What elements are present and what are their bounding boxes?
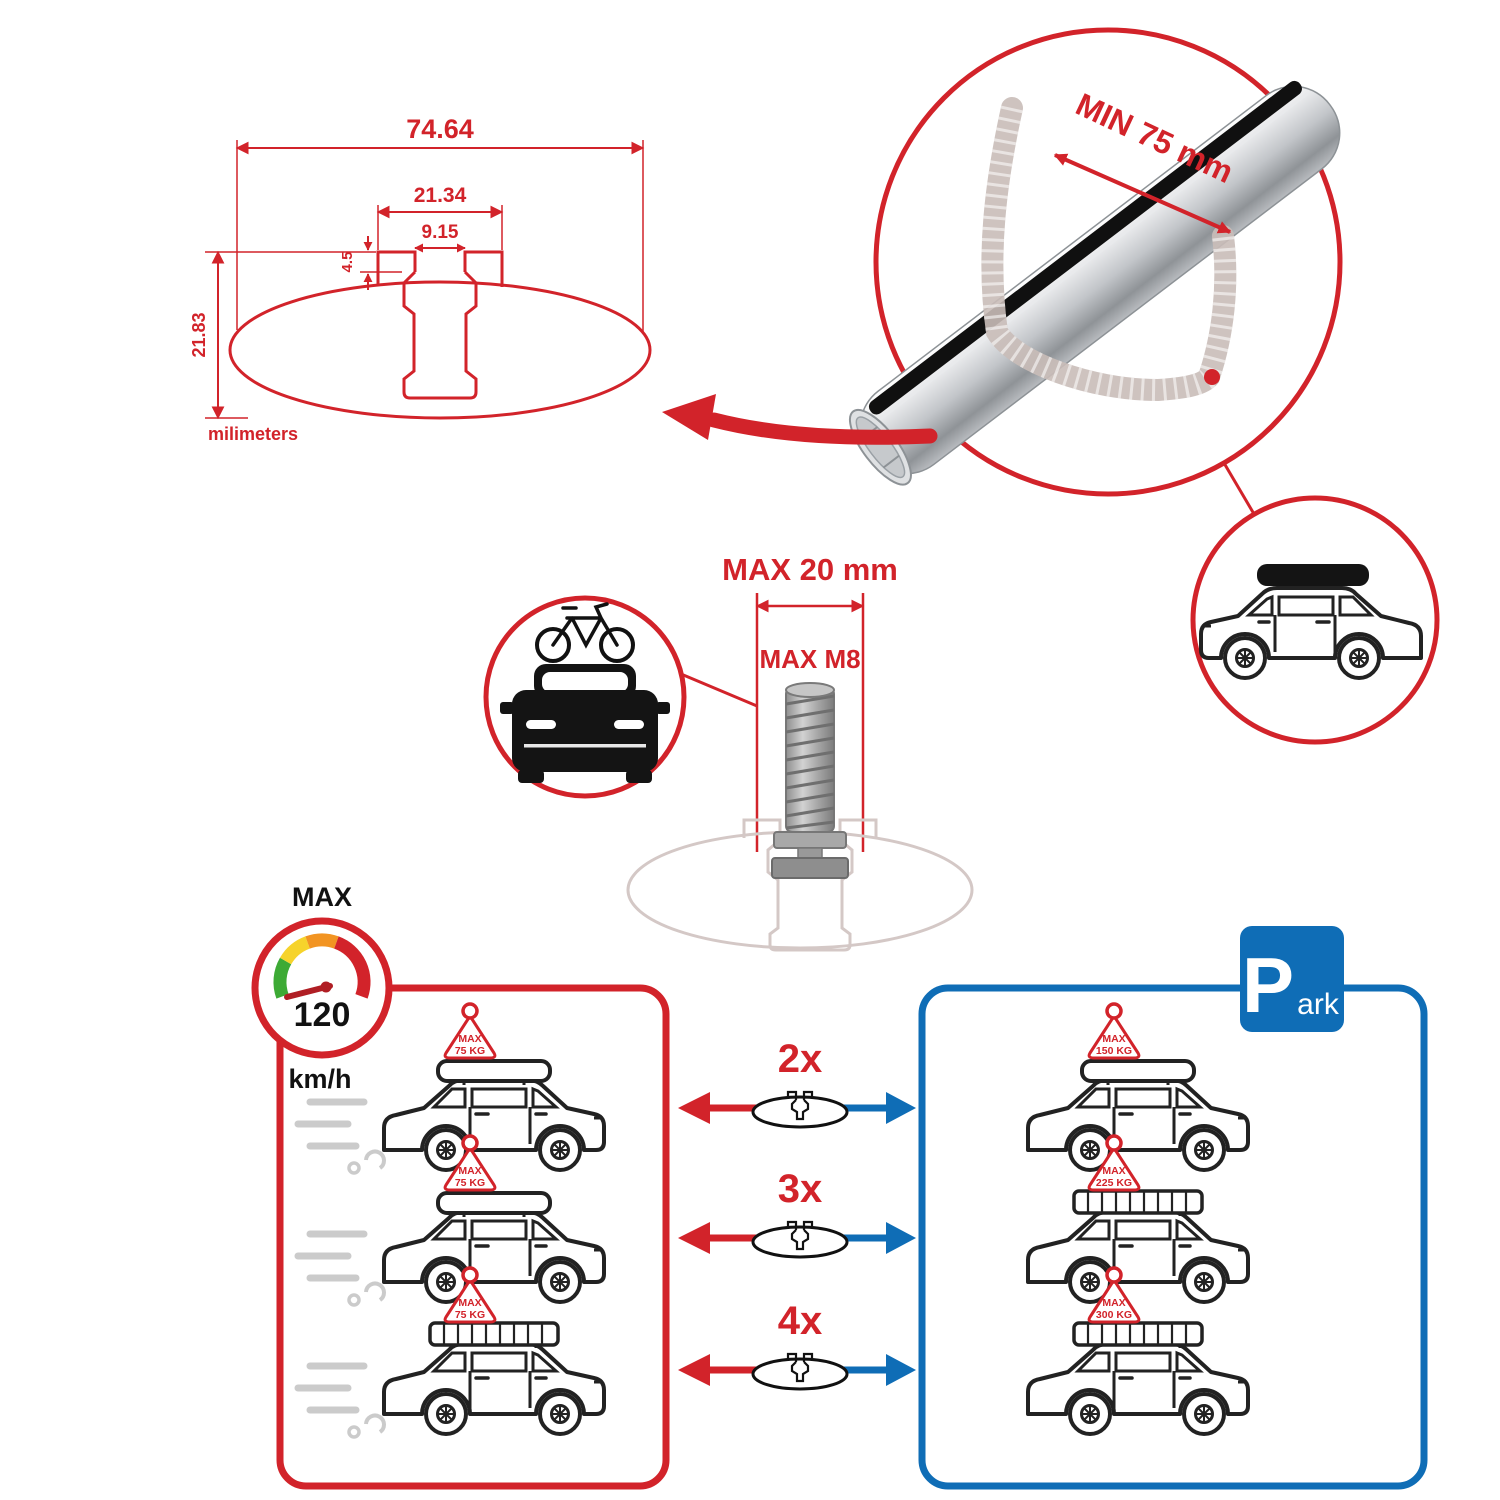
pointer-arrow-to-profile: [706, 412, 938, 445]
suv-roofbox: [1257, 564, 1369, 586]
dim-channel-width-label: 21.34: [414, 184, 467, 207]
circle-connector-line: [1222, 462, 1256, 515]
clamp-strap-sketch: [981, 97, 1237, 402]
multiplier-row-2: 3x: [678, 1167, 916, 1259]
speed-limit-badge: 120: [251, 917, 393, 1059]
dim-slot-width-label: 9.15: [422, 222, 459, 243]
bolt-illustration: [771, 682, 849, 879]
bolt-thread-label: MAX M8: [759, 644, 860, 674]
crossbar-detail-section: MIN 75 mm: [662, 27, 1440, 745]
speed-value: 120: [294, 996, 351, 1034]
bolt-spec-section: MAX 20 mm MAX M8: [483, 552, 974, 952]
roofbox-suv-circle: [1190, 495, 1440, 745]
park-sign: P ark: [1240, 926, 1344, 1032]
min-span-arrow: [1053, 153, 1232, 234]
dim-total-width-label: 74.64: [406, 114, 474, 144]
badge-line2: 300 KG: [1096, 1309, 1132, 1321]
bolt-connector-line: [680, 672, 758, 708]
pointer-arrowhead: [662, 394, 716, 440]
dim-lip-height-label: 4.5: [339, 252, 356, 273]
park-sign-suffix: ark: [1297, 988, 1340, 1021]
speed-max-label: MAX: [292, 882, 352, 912]
comparison-section: MAX 120 km/h P ark MAX: [251, 882, 1428, 1490]
clamp-point-dot: [1204, 369, 1220, 385]
dim-total-height-label: 21.83: [189, 312, 209, 357]
crossbar-profile-icon-2: [751, 1220, 849, 1259]
bicycle-icon: [535, 602, 635, 663]
multiplier-label-3: 4x: [778, 1299, 823, 1343]
car-front-illustration: [500, 664, 670, 783]
badge-line2: 225 KG: [1096, 1177, 1132, 1189]
multiplier-label-2: 3x: [778, 1167, 823, 1211]
badge-line2: 75 KG: [455, 1177, 485, 1189]
badge-line1: MAX: [458, 1297, 481, 1309]
park-sign-letter: P: [1242, 941, 1294, 1029]
load-badge-parked-3: MAX 300 KG: [1087, 1266, 1141, 1324]
load-badge-driving-1: MAX 75 KG: [443, 1002, 497, 1060]
speedometer-gauge: [273, 933, 371, 1000]
badge-line2: 75 KG: [455, 1309, 485, 1321]
multiplier-label-1: 2x: [778, 1037, 823, 1081]
speed-unit-label: km/h: [288, 1064, 351, 1094]
profile-channel-outline: [376, 250, 504, 287]
crossbar-profile-icon-1: [751, 1090, 849, 1129]
badge-line1: MAX: [458, 1033, 481, 1045]
badge-line1: MAX: [1102, 1033, 1125, 1045]
load-badge-driving-2: MAX 75 KG: [443, 1134, 497, 1192]
badge-line2: 150 KG: [1096, 1045, 1132, 1057]
badge-line2: 75 KG: [455, 1045, 485, 1057]
unit-label: milimeters: [208, 424, 298, 444]
multiplier-row-1: 2x: [678, 1037, 916, 1129]
bolt-length-label: MAX 20 mm: [722, 552, 898, 587]
badge-line1: MAX: [458, 1165, 481, 1177]
load-badge-parked-1: MAX 150 KG: [1087, 1002, 1141, 1060]
multiplier-row-3: 4x: [678, 1299, 916, 1391]
bike-car-circle: [483, 595, 687, 799]
profile-cavity-outline: [402, 270, 478, 400]
profile-outline: [228, 280, 652, 420]
badge-line1: MAX: [1102, 1165, 1125, 1177]
profile-drawing: 74.64 21.34 9.15 21.83 4.5 milimeters: [189, 114, 652, 444]
badge-line1: MAX: [1102, 1297, 1125, 1309]
crossbar-profile-icon-3: [751, 1352, 849, 1391]
load-badge-driving-3: MAX 75 KG: [443, 1266, 497, 1324]
load-badge-parked-2: MAX 225 KG: [1087, 1134, 1141, 1192]
